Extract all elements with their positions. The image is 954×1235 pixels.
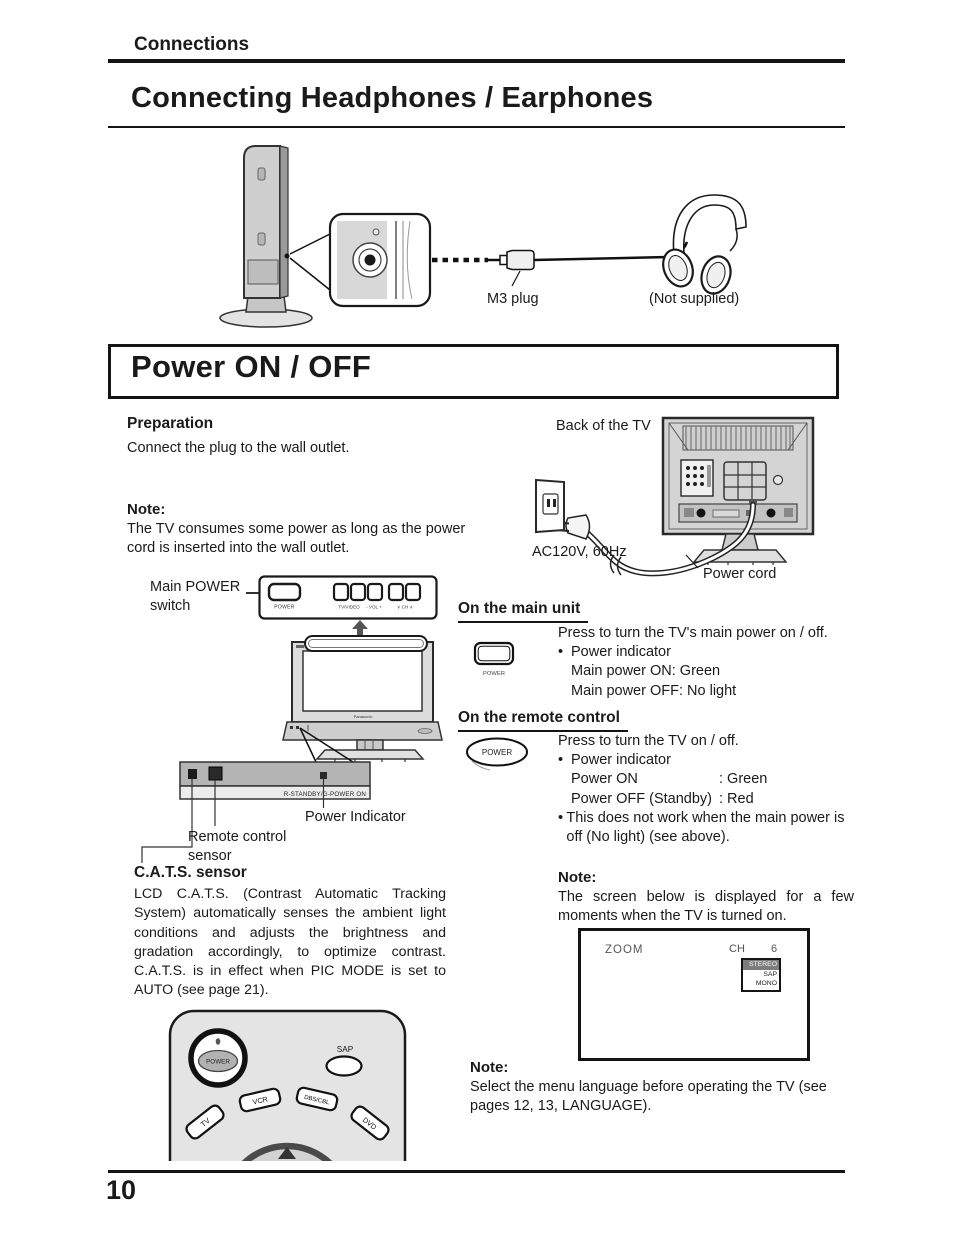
m3-plug-label: M3 plug [487, 291, 539, 307]
panel-chup-button [404, 582, 422, 602]
osd-mono: MONO [755, 980, 777, 988]
osd-sap: SAP [763, 970, 777, 978]
remote-sap-button: SAP [325, 1045, 363, 1077]
svg-text:POWER: POWER [483, 671, 505, 677]
header-rule [108, 59, 845, 63]
panel-vol-label: - VOL + [366, 605, 382, 610]
main-power-switch-label: Main POWER switch [150, 579, 241, 614]
main-power-pointer-line [246, 592, 266, 594]
tv-side-view-icon [219, 145, 331, 328]
remote-sensor-icon [208, 766, 223, 781]
main-unit-block: POWER Press to turn the TV's main power … [458, 624, 854, 701]
remote-control-figure: POWER SAP TV VCR DBS/CBL DVD [165, 1003, 410, 1161]
ac-rating-label: AC120V, 60Hz [532, 544, 627, 560]
power-section-box: Power ON / OFF [108, 344, 839, 399]
power-cord-label: Power cord [703, 566, 777, 582]
not-supplied-label: (Not supplied) [649, 291, 740, 307]
osd-stereo: STEREO [743, 960, 779, 970]
page-number: 10 [106, 1175, 137, 1205]
cats-heading: C.A.T.S. sensor [134, 864, 247, 881]
power-indicator-icon [320, 772, 327, 779]
svg-text:DBS/CBL: DBS/CBL [303, 1095, 330, 1107]
headphones-icon [662, 194, 747, 295]
note-screen-heading: Note: [558, 869, 597, 886]
power-on-value: : Green [719, 771, 768, 788]
power-indicator-label: Power Indicator [305, 809, 406, 825]
note-power-body: The TV consumes some power as long as th… [127, 521, 466, 556]
osd-audio-mode-box: STEREO SAP MONO [741, 958, 781, 992]
preparation-body: Connect the plug to the wall outlet. [127, 440, 350, 456]
power-off-label: Power OFF (Standby) [571, 790, 713, 807]
main-unit-indent2: Main power OFF: No light [571, 682, 737, 699]
panel-power-label: POWER [274, 605, 294, 611]
panel-voldown-button [349, 582, 367, 602]
remote-bullet1: Power indicator [571, 752, 671, 769]
title-rule [108, 126, 845, 128]
main-unit-heading: On the main unit [458, 600, 589, 623]
cats-sensor-icon [188, 769, 197, 779]
panel-ch-label: ∨ CH ∧ [397, 605, 414, 610]
note-power-heading: Note: [127, 501, 166, 518]
panel-power-button [267, 582, 302, 602]
top-panel-capsule-icon [304, 635, 428, 652]
panel-volup-button [366, 582, 384, 602]
power-on-label: Power ON [571, 771, 638, 788]
osd-zoom-label: ZOOM [605, 944, 644, 956]
note-screen-body: The screen below is displayed for a few … [558, 889, 854, 924]
control-panel-figure: POWER TV/VIDEO - VOL + ∨ CH ∧ [258, 575, 438, 620]
remote-control-block: POWER Press to turn the TV on / off. •Po… [458, 732, 854, 847]
note-language-body: Select the menu language before operatin… [470, 1079, 827, 1114]
m3-plug-icon [488, 249, 535, 287]
power-section-title: Power ON / OFF [131, 349, 372, 384]
footer-rule [108, 1170, 845, 1173]
back-of-tv-figure [535, 416, 815, 577]
section-kicker: Connections [134, 34, 250, 55]
remote-control-heading: On the remote control [458, 709, 628, 732]
svg-text:SAP: SAP [337, 1045, 354, 1054]
osd-ch-number: 6 [771, 943, 778, 955]
svg-text:VCR: VCR [252, 1094, 269, 1106]
preparation-heading: Preparation [127, 415, 214, 432]
jack-callout-icon [328, 212, 432, 308]
remote-sensor-label: Remote control sensor [188, 829, 287, 864]
osd-screen: ZOOM CH 6 STEREO SAP MONO [578, 928, 810, 1061]
remote-dbscbl-button: DBS/CBL [295, 1086, 339, 1112]
main-unit-bullet1: Power indicator [571, 644, 671, 661]
strip-label: R-STANDBY/G-POWER ON [284, 791, 366, 798]
wall-outlet-icon [535, 478, 565, 534]
remote-bullet2: This does not work when the main power i… [566, 809, 845, 846]
note-language-heading: Note: [470, 1059, 509, 1076]
tv-logo: Panasonic [354, 714, 373, 719]
power-cord-icon [583, 502, 756, 577]
back-of-tv-label: Back of the TV [556, 418, 651, 434]
up-arrow-icon [352, 620, 368, 635]
tv-front-icon: Panasonic [282, 641, 443, 762]
page-title: Connecting Headphones / Earphones [131, 82, 654, 114]
svg-text:POWER: POWER [206, 1059, 230, 1066]
cats-body: LCD C.A.T.S. (Contrast Automatic Trackin… [134, 886, 446, 999]
main-unit-line1: Press to turn the TV's main power on / o… [558, 625, 828, 641]
panel-tvvideo-button [332, 582, 350, 602]
remote-vcr-button: VCR [238, 1087, 282, 1113]
main-unit-power-button-icon: POWER [472, 640, 518, 678]
main-unit-indent1: Main power ON: Green [571, 663, 721, 680]
remote-tv-button: TV [185, 1104, 225, 1140]
remote-dvd-button: DVD [350, 1105, 390, 1141]
tv-front-figure: Panasonic R-STANDBY/G-POWER ON [141, 620, 443, 863]
osd-ch-label: CH [729, 943, 745, 955]
remote-line1: Press to turn the TV on / off. [558, 733, 739, 749]
panel-tvvideo-label: TV/VIDEO [338, 605, 360, 610]
sensor-strip-icon: R-STANDBY/G-POWER ON [179, 761, 371, 800]
remote-dpad-icon [241, 1142, 333, 1161]
svg-text:POWER: POWER [482, 748, 512, 757]
headphones-connection-figure [219, 145, 747, 328]
panel-chdown-button [387, 582, 405, 602]
power-off-value: : Red [719, 790, 754, 807]
remote-power-button: POWER [188, 1028, 248, 1088]
remote-power-button-icon: POWER [464, 736, 530, 772]
